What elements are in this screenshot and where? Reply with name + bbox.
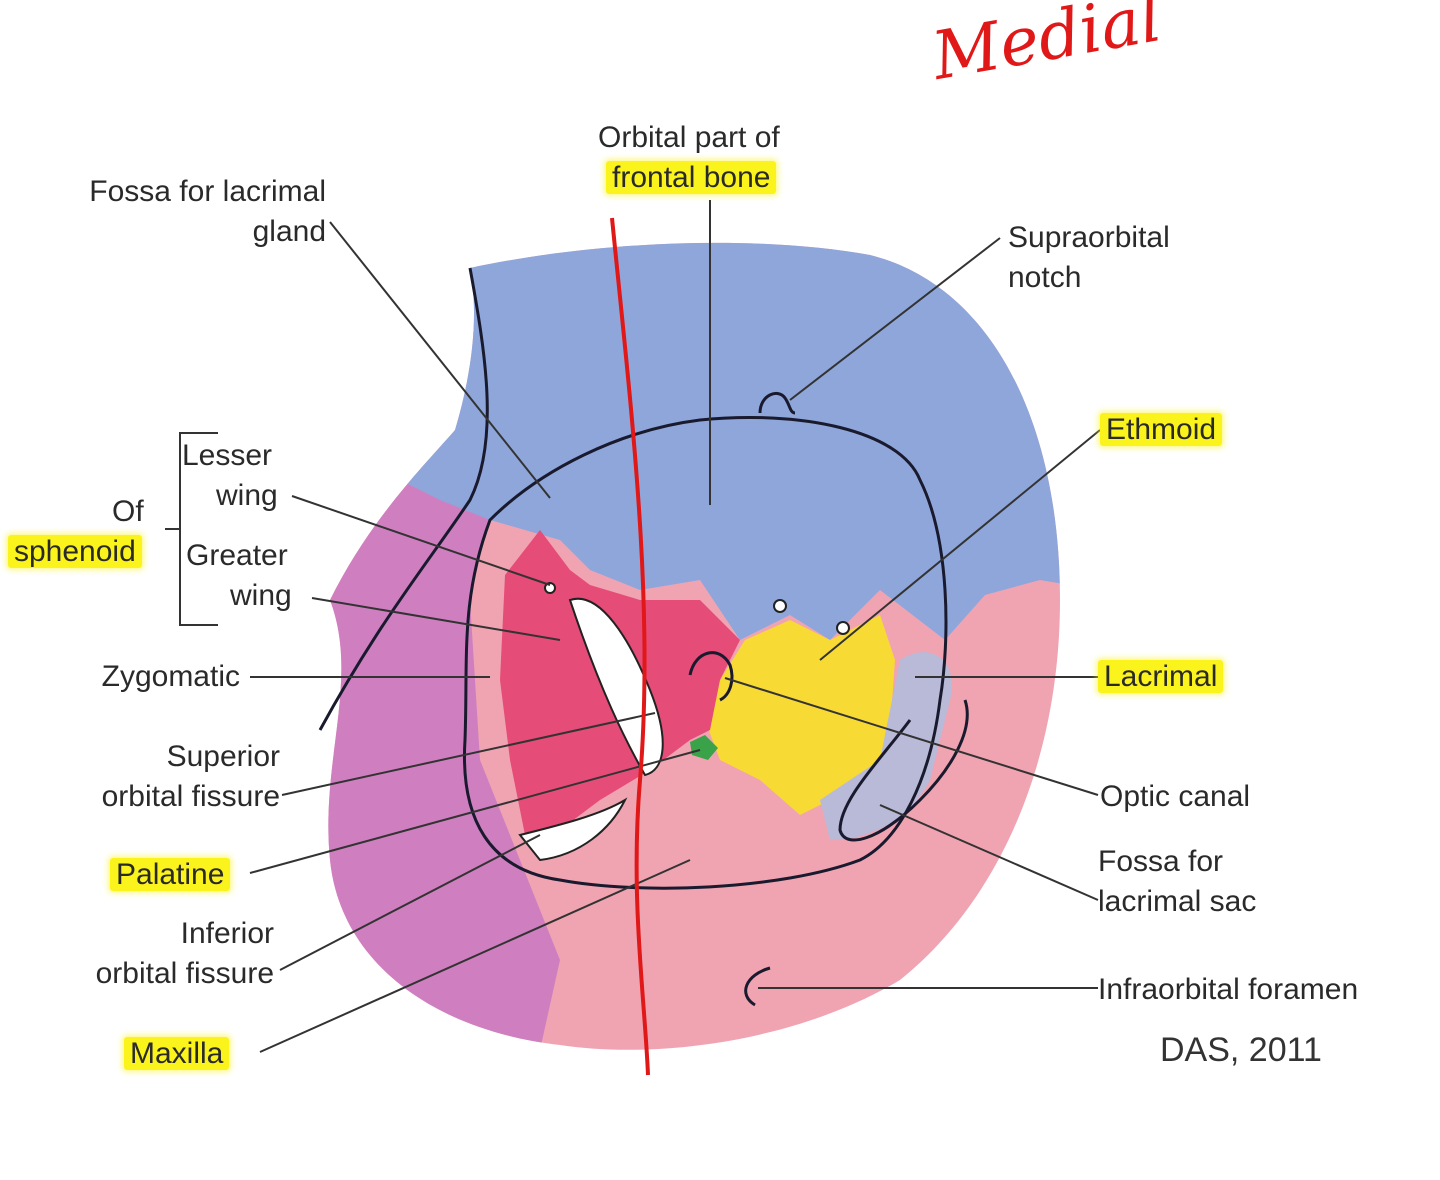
frontal-bone-highlight: frontal bone (606, 161, 777, 194)
label-supraorbital-notch: notch (1008, 261, 1082, 294)
label-supraorbital: Supraorbital (1008, 221, 1170, 254)
ethmoid-region (705, 615, 895, 815)
label-orbital-part: Orbital part of (598, 121, 780, 154)
lacrimal-highlight: Lacrimal (1098, 660, 1224, 693)
credit: DAS, 2011 (1160, 1031, 1322, 1069)
leader-lesser-wing (291, 495, 551, 586)
label-superior-orbital-fissure: orbital fissure (101, 780, 280, 813)
label-zygomatic: Zygomatic (101, 660, 240, 693)
foramen-2 (773, 599, 787, 613)
zygomatic-region (328, 440, 560, 1050)
leader-maxilla (259, 859, 691, 1053)
label-fossa-lacrimal-gland-2: gland (252, 215, 326, 248)
leader-ethmoid (819, 429, 1101, 661)
medial-guide-line (610, 217, 650, 1076)
label-sphenoid: sphenoid (8, 532, 142, 572)
label-greater-wing: wing (230, 579, 292, 612)
supraorbital-notch-shape (758, 392, 796, 415)
lacrimal-sac-outline (838, 699, 969, 842)
label-inferior-orbital-fissure: orbital fissure (95, 957, 274, 990)
palatine-highlight: Palatine (110, 858, 231, 891)
label-fossa-for: Fossa for (1098, 845, 1224, 878)
leader-fossa-sac (879, 804, 1099, 901)
leader-palatine (249, 749, 701, 874)
inferior-orbital-fissure-shape (518, 797, 628, 862)
orbital-rim-outline (462, 416, 948, 890)
leader-fossa-gland (329, 221, 551, 499)
label-lacrimal-sac: lacrimal sac (1098, 885, 1257, 918)
label-of: Of (112, 495, 144, 528)
label-lesser: Lesser (182, 439, 273, 472)
label-inferior: Inferior (180, 917, 274, 950)
leader-inf-fissure (279, 834, 541, 971)
leader-supraorbital (789, 237, 1001, 401)
ethmoid-highlight: Ethmoid (1100, 413, 1223, 446)
sphenoid-highlight: sphenoid (8, 535, 142, 568)
maxilla-highlight: Maxilla (124, 1037, 230, 1070)
superior-orbital-fissure-shape (568, 597, 664, 777)
infraorbital-foramen-shape (744, 966, 771, 1007)
leader-optic-canal (724, 677, 1099, 796)
label-infraorbital-foramen: Infraorbital foramen (1098, 973, 1359, 1006)
sphenoid-bracket (165, 432, 218, 626)
label-optic-canal: Optic canal (1100, 780, 1251, 813)
label-lesser-wing: wing (216, 479, 278, 512)
palatine-region (690, 735, 718, 760)
optic-canal-shape (688, 651, 734, 702)
leader-lines (249, 200, 1101, 1053)
label-superior: Superior (166, 740, 280, 773)
label-frontal-bone: frontal bone (606, 158, 777, 198)
leader-sup-fissure (281, 712, 656, 796)
leader-greater-wing (311, 597, 561, 641)
label-ethmoid: Ethmoid (1100, 410, 1223, 450)
label-palatine: Palatine (110, 855, 231, 895)
label-lacrimal: Lacrimal (1098, 657, 1224, 697)
label-fossa-lacrimal-gland: Fossa for lacrimal (89, 175, 326, 208)
frontal-bone-region (400, 242, 1060, 640)
foramen-3 (836, 621, 850, 635)
foramen-1 (544, 582, 556, 594)
lateral-rim-outline (318, 267, 489, 731)
label-greater: Greater (186, 539, 288, 572)
label-maxilla: Maxilla (124, 1034, 230, 1074)
